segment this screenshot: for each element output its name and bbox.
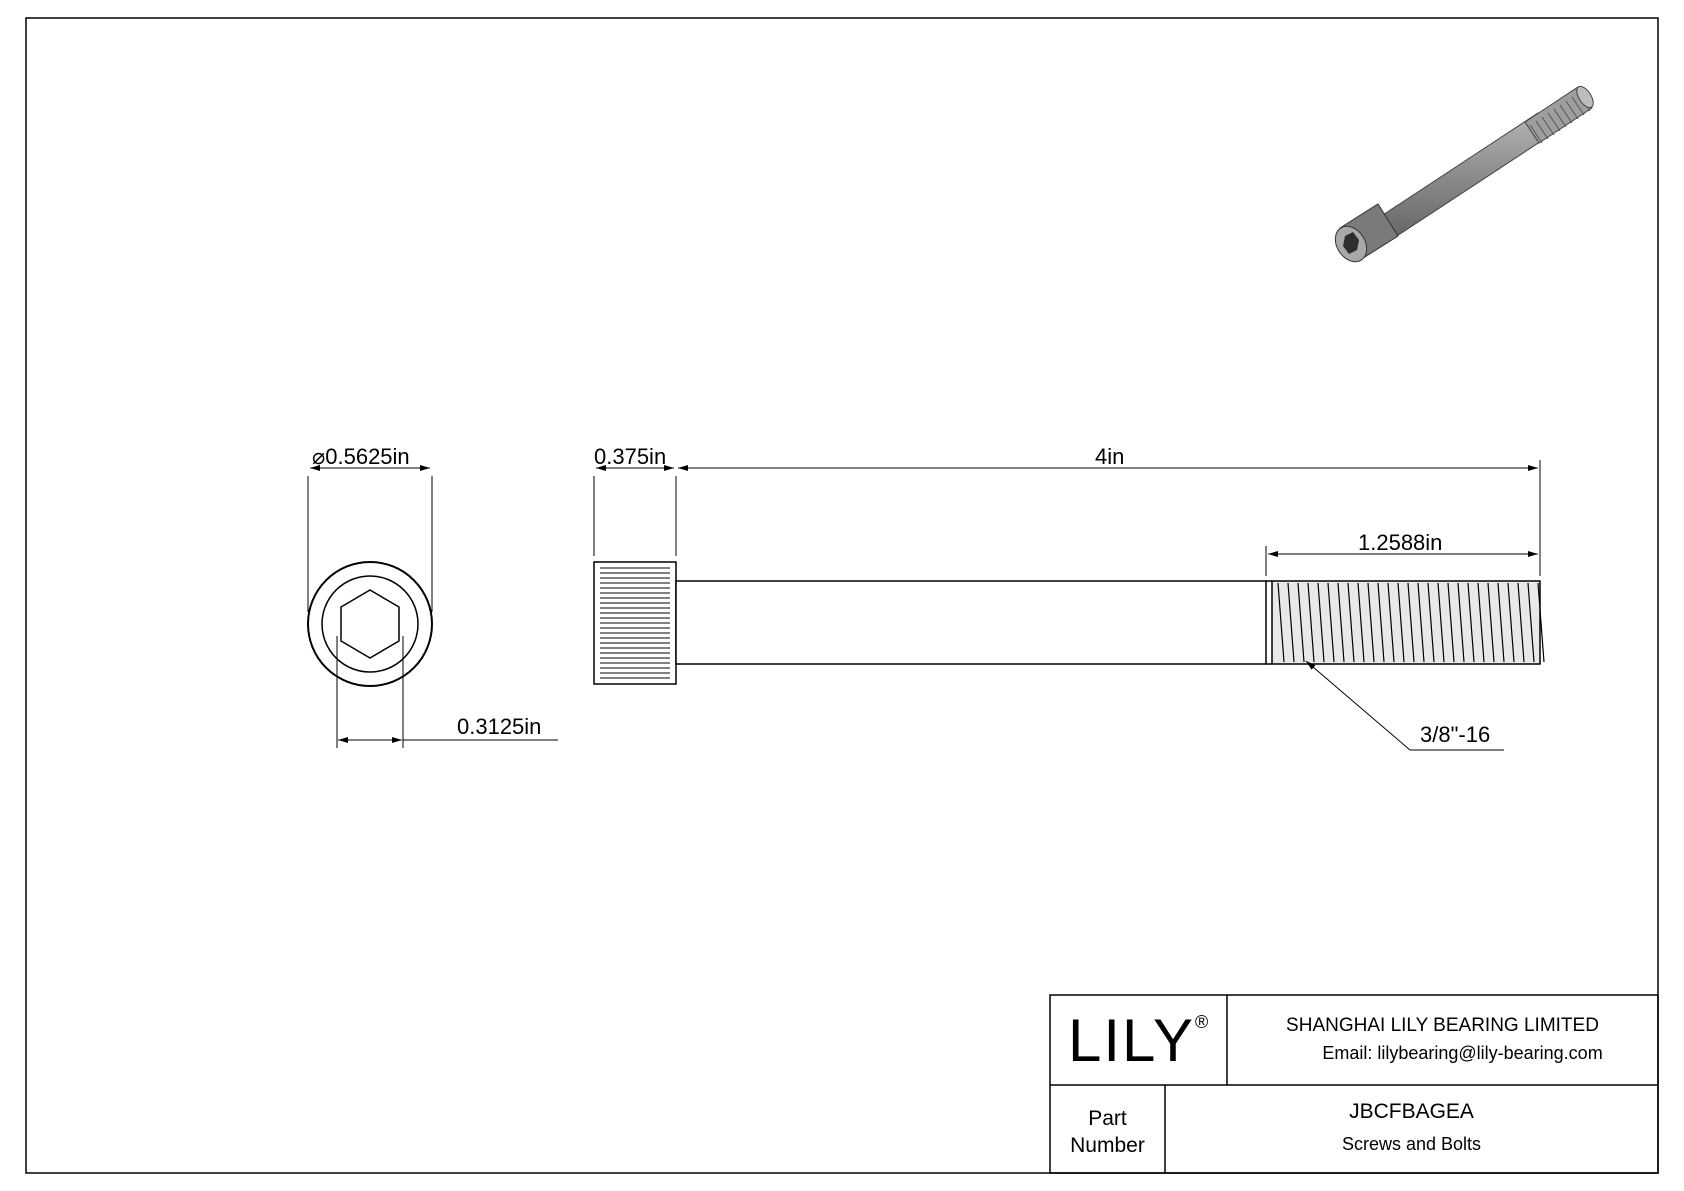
logo-text: LILY <box>1068 1007 1195 1074</box>
thread-crest-line <box>1537 582 1545 663</box>
part-number-label-line2: Number <box>1070 1134 1145 1157</box>
thread-crest-line <box>1407 582 1415 663</box>
thread-crest-line <box>1377 582 1385 663</box>
thread-crest-line <box>1497 582 1505 663</box>
thread-crest-line <box>1337 582 1345 663</box>
thread-crest-line <box>1417 582 1425 663</box>
head-diameter-label: ⌀0.5625in <box>312 446 410 468</box>
thread-crest-line <box>1457 582 1465 663</box>
diameter-symbol: ⌀ <box>312 444 326 469</box>
end-view <box>307 561 433 687</box>
logo-registered-mark: ® <box>1194 1012 1209 1032</box>
thread-crest-line <box>1387 582 1395 663</box>
side-view <box>593 561 1545 685</box>
head-diameter-value: 0.5625in <box>325 444 410 469</box>
overall-length-dimension <box>678 460 1541 576</box>
socket-size-dimension <box>336 636 558 748</box>
iso-thread-line <box>1547 112 1561 132</box>
thread-callout-leader <box>1305 660 1504 751</box>
thread-crest-line <box>1307 582 1315 663</box>
title-block <box>1049 994 1659 1174</box>
company-logo: LILY® <box>1068 1008 1208 1074</box>
head-knurl <box>600 567 670 679</box>
thread-crest-line <box>1357 582 1365 663</box>
head-diameter-dimension <box>307 465 433 612</box>
thread-crest-line <box>1427 582 1435 663</box>
thread-crest-line <box>1487 582 1495 663</box>
thread-crest-line <box>1367 582 1375 663</box>
company-email: Email: lilybearing@lily-bearing.com <box>1322 1043 1603 1063</box>
iso-thread-line <box>1529 124 1543 144</box>
iso-socket <box>1343 232 1359 254</box>
socket-size-label: 0.3125in <box>457 714 542 739</box>
thread-crest-line <box>1397 582 1405 663</box>
thread-crest-line <box>1527 582 1535 663</box>
thread-length-label: 1.2588in <box>1358 530 1443 555</box>
iso-thread-line <box>1541 116 1555 136</box>
isometric-view <box>1334 85 1594 263</box>
iso-thread-line <box>1571 96 1585 116</box>
thread-crest-line <box>1347 582 1355 663</box>
thread-crest-line <box>1447 582 1455 663</box>
thread-crest-line <box>1517 582 1525 663</box>
thread-crest-line <box>1467 582 1475 663</box>
thread-length-dimension <box>1265 546 1538 576</box>
thread-spec-label: 3/8"-16 <box>1420 722 1491 747</box>
thread-crest-line <box>1297 582 1305 663</box>
thread-crest-line <box>1437 582 1445 663</box>
thread-lines <box>1277 582 1545 663</box>
screw-shank <box>675 580 1267 665</box>
thread-crest-line <box>1277 582 1285 663</box>
hex-socket <box>340 589 400 659</box>
head-height-dimension <box>593 465 677 556</box>
part-category: Screws and Bolts <box>1341 1134 1482 1154</box>
iso-thread-line <box>1535 120 1549 140</box>
iso-thread-line <box>1553 108 1567 128</box>
iso-thread-line <box>1559 104 1573 124</box>
thread-crest-line <box>1317 582 1325 663</box>
drawing-border <box>25 17 1659 1174</box>
iso-thread-line <box>1565 100 1579 120</box>
thread-crest-line <box>1327 582 1335 663</box>
thread-crest-line <box>1287 582 1295 663</box>
overall-length-label: 4in <box>1095 444 1125 469</box>
screw-thread <box>1271 580 1541 665</box>
company-name: SHANGHAI LILY BEARING LIMITED <box>1286 1015 1599 1036</box>
part-number-value: JBCFBAGEA <box>1349 1100 1474 1123</box>
head-height-label: 0.375in <box>594 444 667 469</box>
thread-crest-line <box>1477 582 1485 663</box>
thread-crest-line <box>1507 582 1515 663</box>
part-number-label-line1: Part <box>1088 1107 1127 1130</box>
